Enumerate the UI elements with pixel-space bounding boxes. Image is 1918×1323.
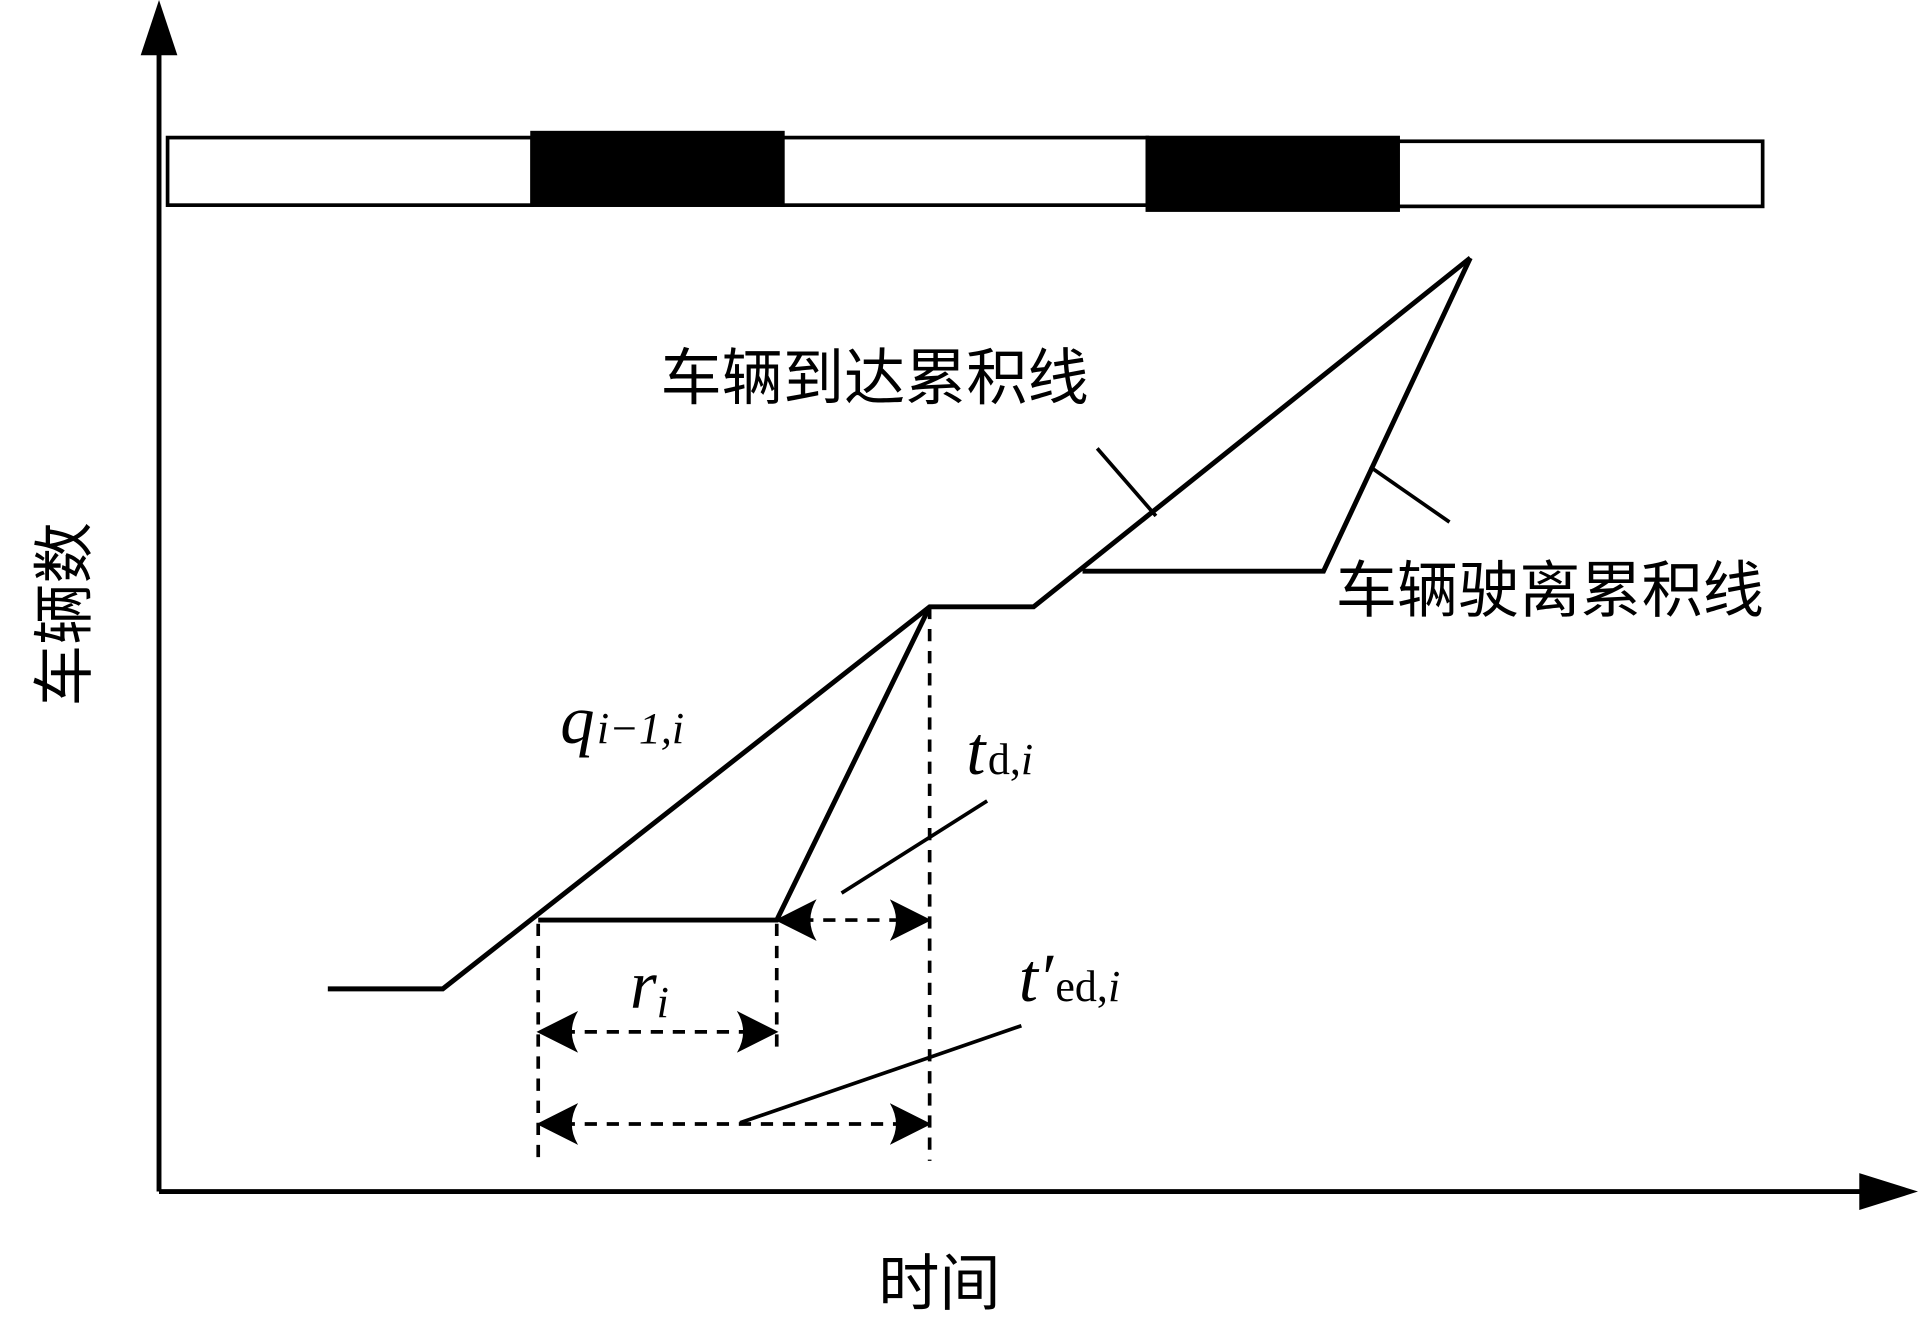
- r-label: ri: [630, 946, 669, 1027]
- green-phase: [1396, 139, 1765, 209]
- ted-label: t′ed,i: [1019, 940, 1120, 1016]
- arrival-cumulative-curve: [327, 256, 1472, 992]
- ted-leader-line: [739, 1023, 1022, 1125]
- x-axis: [159, 1173, 1918, 1210]
- y-axis: [140, 0, 178, 1192]
- departure-curve-label: 车辆驶离累积线: [1336, 556, 1764, 627]
- arrival-leader-line: [1095, 447, 1158, 518]
- arrival-curve-label: 车辆到达累积线: [661, 343, 1089, 414]
- td-label: td,i: [966, 713, 1033, 789]
- red-phase: [530, 130, 785, 207]
- td-leader-line: [840, 799, 989, 895]
- y-axis-label: 车辆数: [30, 522, 101, 706]
- signal-timing-bar: [165, 130, 1765, 212]
- green-phase: [165, 135, 534, 207]
- departure-leader-line: [1368, 465, 1451, 524]
- q-label: qi−1,i: [560, 682, 684, 758]
- green-phase: [781, 135, 1150, 207]
- x-axis-label: 时间: [878, 1248, 1000, 1319]
- departure-cumulative-curve-2: [1082, 256, 1473, 574]
- red-phase: [1145, 135, 1400, 212]
